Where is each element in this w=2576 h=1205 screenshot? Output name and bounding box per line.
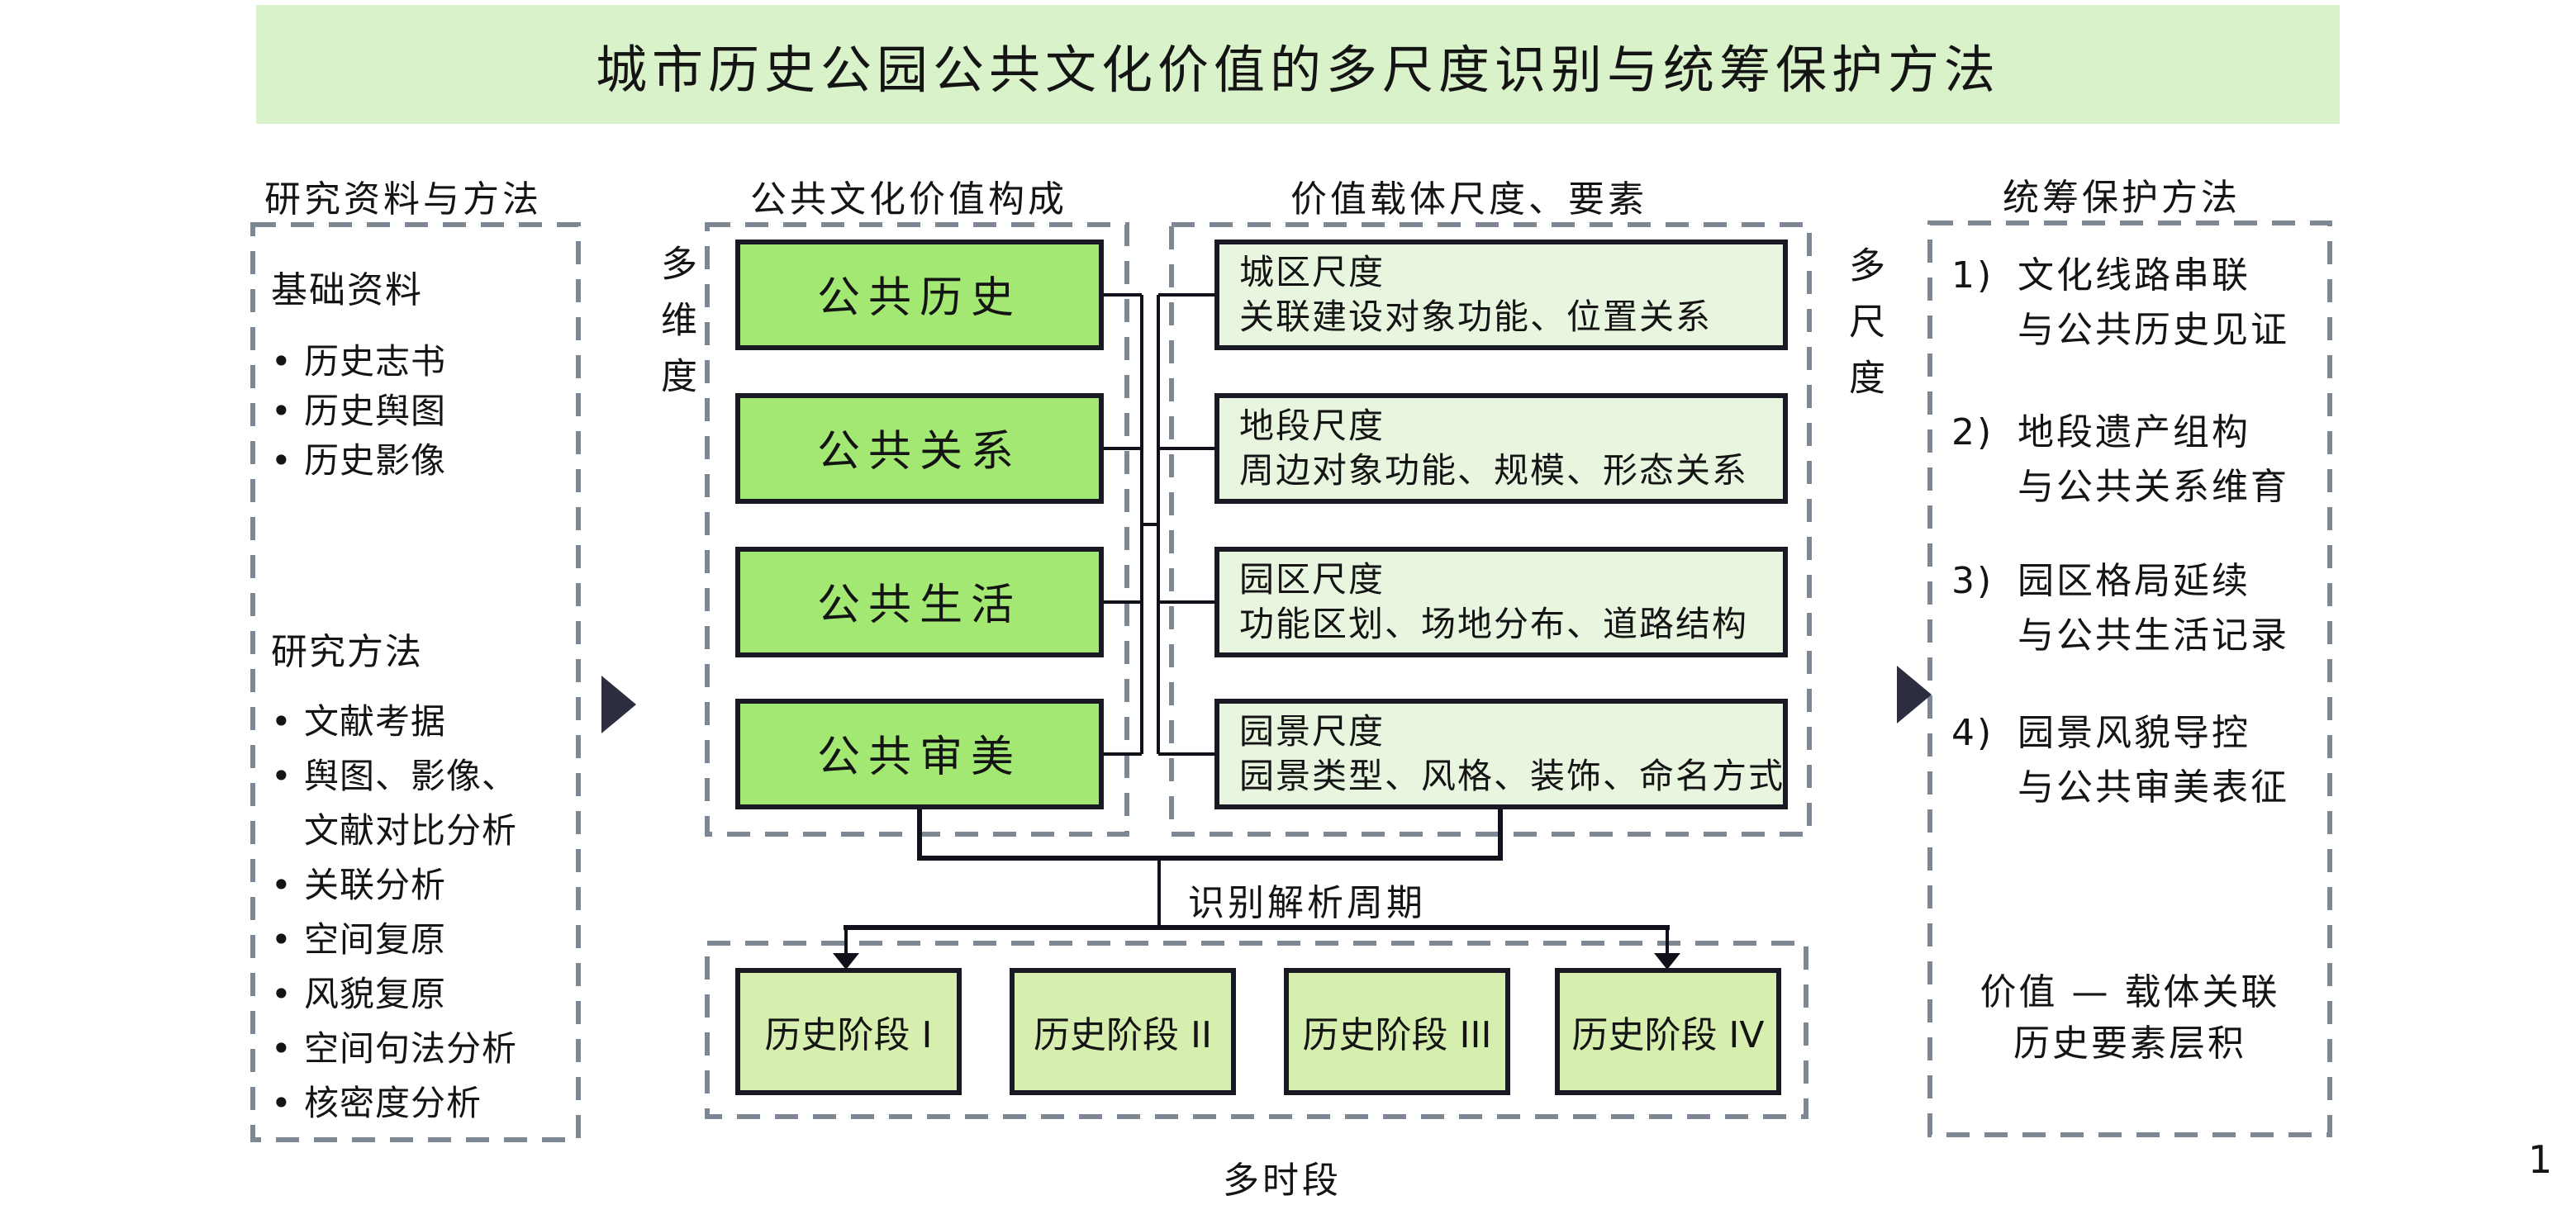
carrier-box-scenery: 园景尺度 园景类型、风格、装饰、命名方式 xyxy=(1214,699,1788,809)
protect-item-1: 1) 文化线路串联与公共历史见证 xyxy=(1951,249,2328,358)
materials-list: •历史志书 •历史舆图 •历史影像 xyxy=(271,337,446,486)
carrier-box-district: 地段尺度 周边对象功能、规模、形态关系 xyxy=(1214,393,1788,504)
list-item: •舆图、影像、 xyxy=(271,750,517,804)
protect-item-2: 2) 地段遗产组构与公共关系维育 xyxy=(1951,406,2328,515)
list-item-continuation: 文献对比分析 xyxy=(304,811,517,851)
list-item: •文献考据 xyxy=(271,695,517,750)
arrow-down-icon xyxy=(1654,953,1680,970)
list-item: •历史志书 xyxy=(271,337,446,387)
multi-scale-label: 多尺度 xyxy=(1842,246,1884,415)
cycle-label: 识别解析周期 xyxy=(1187,884,1427,925)
item-line1: 园区格局延续 xyxy=(2018,561,2251,602)
bullet-icon: • xyxy=(271,1029,292,1069)
bullet-icon: • xyxy=(271,342,292,382)
carrier-box-park: 园区尺度 功能区划、场地分布、道路结构 xyxy=(1214,547,1788,657)
stages-group-frame xyxy=(705,941,1808,1119)
carrier-scale: 园景尺度 xyxy=(1239,711,1385,751)
carrier-scale: 地段尺度 xyxy=(1239,406,1385,445)
page-title: 城市历史公园公共文化价值的多尺度识别与统筹保护方法 xyxy=(596,40,2000,100)
item-number: 1) xyxy=(1951,255,1994,297)
header-research: 研究资料与方法 xyxy=(264,180,543,221)
protect-item-3: 3) 园区格局延续与公共生活记录 xyxy=(1951,554,2328,663)
item-line1: 园景风貌导控 xyxy=(2018,713,2251,754)
item-line1: 文化线路串联 xyxy=(2018,255,2251,297)
list-item: •历史舆图 xyxy=(271,387,446,436)
multi-dimension-label: 多维度 xyxy=(654,244,696,413)
bullet-icon: • xyxy=(271,391,292,431)
stage-box-1: 历史阶段 I xyxy=(735,968,962,1095)
header-values: 公共文化价值构成 xyxy=(749,180,1068,221)
item-number: 4) xyxy=(1951,713,1994,754)
carrier-scale: 园区尺度 xyxy=(1239,559,1385,599)
item-number: 2) xyxy=(1951,412,1994,453)
item-number: 3) xyxy=(1951,561,1994,602)
bullet-icon: • xyxy=(271,702,292,742)
header-protect: 统筹保护方法 xyxy=(2002,178,2241,220)
bullet-icon: • xyxy=(271,866,292,905)
bullet-icon: • xyxy=(271,757,292,796)
item-line1: 地段遗产组构 xyxy=(2018,412,2251,453)
bullet-icon: • xyxy=(271,920,292,960)
stage-box-2: 历史阶段 II xyxy=(1010,968,1236,1095)
title-banner: 城市历史公园公共文化价值的多尺度识别与统筹保护方法 xyxy=(256,5,2340,124)
list-item: •空间句法分析 xyxy=(271,1022,517,1077)
arrow-down-icon xyxy=(833,953,859,970)
page-number: 1 xyxy=(2528,1140,2553,1183)
header-carriers: 价值载体尺度、要素 xyxy=(1290,180,1648,221)
carrier-scale: 城区尺度 xyxy=(1239,252,1385,292)
carrier-elements: 功能区划、场地分布、道路结构 xyxy=(1239,604,1748,643)
bullet-icon: • xyxy=(271,1084,292,1123)
list-item: •空间复原 xyxy=(271,913,517,968)
carrier-elements: 周边对象功能、规模、形态关系 xyxy=(1239,450,1748,490)
carriers-group-frame xyxy=(1169,222,1812,837)
methods-list: •文献考据 •舆图、影像、 文献对比分析 •关联分析 •空间复原 •风貌复原 •… xyxy=(271,695,517,1131)
item-line2: 与公共历史见证 xyxy=(2018,310,2290,351)
stage-box-3: 历史阶段 III xyxy=(1284,968,1510,1095)
stage-box-4: 历史阶段 IV xyxy=(1555,968,1781,1095)
carrier-elements: 关联建设对象功能、位置关系 xyxy=(1239,297,1712,336)
note-line2: 历史要素层积 xyxy=(2013,1024,2246,1065)
research-group-frame xyxy=(250,222,581,1142)
list-item: •风貌复原 xyxy=(271,968,517,1022)
value-carrier-note: 价值 — 载体关联 历史要素层积 xyxy=(1980,968,2280,1070)
carrier-elements: 园景类型、风格、装饰、命名方式 xyxy=(1239,756,1785,795)
note-line1: 价值 — 载体关联 xyxy=(1980,973,2280,1014)
methods-title: 研究方法 xyxy=(271,633,424,674)
bullet-icon: • xyxy=(271,975,292,1014)
bullet-icon: • xyxy=(271,441,292,481)
protect-item-4: 4) 园景风貌导控与公共审美表征 xyxy=(1951,706,2328,815)
carrier-box-city: 城区尺度 关联建设对象功能、位置关系 xyxy=(1214,240,1788,350)
list-item: •核密度分析 xyxy=(271,1077,517,1131)
materials-title: 基础资料 xyxy=(271,271,424,312)
list-item: •历史影像 xyxy=(271,436,446,486)
value-box-public-relation: 公共关系 xyxy=(735,393,1104,504)
value-box-public-history: 公共历史 xyxy=(735,240,1104,350)
item-line2: 与公共审美表征 xyxy=(2018,767,2290,809)
value-box-public-aesthetic: 公共审美 xyxy=(735,699,1104,809)
flow-arrow-right-icon xyxy=(1897,666,1932,723)
list-item: •关联分析 xyxy=(271,859,517,913)
multi-period-label: 多时段 xyxy=(1222,1161,1343,1203)
item-line2: 与公共生活记录 xyxy=(2018,615,2290,657)
value-box-public-life: 公共生活 xyxy=(735,547,1104,657)
item-line2: 与公共关系维育 xyxy=(2018,467,2290,508)
protect-group-frame xyxy=(1927,221,2332,1137)
flow-arrow-right-icon xyxy=(601,676,636,733)
